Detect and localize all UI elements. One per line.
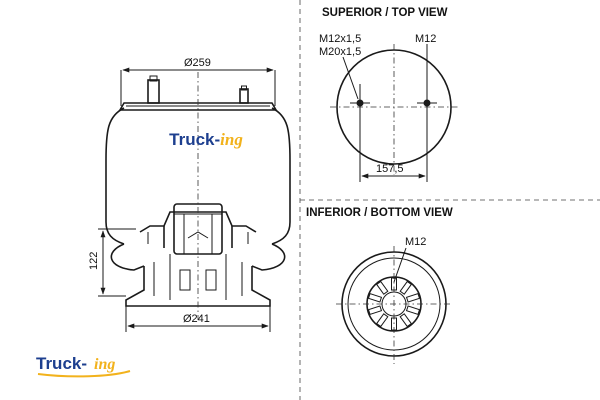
dimension-bottom-diameter: Ø241 — [125, 306, 271, 332]
piston-rib — [391, 317, 397, 331]
dimension-height: 122 — [88, 228, 136, 297]
bottom-view-title: INFERIOR / BOTTOM VIEW — [306, 207, 453, 219]
piston-rib — [399, 280, 413, 295]
thread-left-1-label: M12x1,5 — [319, 33, 361, 45]
air-inlet-stud — [147, 79, 160, 104]
piston-ribs — [367, 277, 421, 331]
thread-right-label: M12 — [415, 33, 436, 45]
piston-rib — [375, 313, 389, 328]
top-plate — [118, 102, 278, 111]
bottom-view: INFERIOR / BOTTOM VIEW M12 — [306, 207, 453, 364]
bottom-thread-label: M12 — [405, 236, 426, 248]
dimension-top-diameter: Ø259 — [120, 57, 276, 106]
piston-rib — [399, 313, 413, 328]
height-label: 122 — [88, 252, 100, 270]
brand-logo: Truck- ing — [36, 354, 131, 378]
svg-text:Truck-ing: Truck-ing — [169, 130, 243, 149]
piston-rib — [367, 292, 383, 303]
air-spring-side-view: Truck-ing — [105, 72, 291, 320]
piston-rib — [405, 292, 421, 303]
top-view: SUPERIOR / TOP VIEW M12x1,5 M20x1,5 M12 … — [319, 7, 460, 182]
brand-logo-suffix: ing — [94, 356, 115, 373]
piston-rib — [405, 305, 421, 316]
piston-rib — [367, 305, 383, 316]
top-diameter-label: Ø259 — [184, 57, 211, 69]
brand-swoosh — [37, 370, 131, 378]
piston-base — [125, 266, 271, 307]
top-view-title: SUPERIOR / TOP VIEW — [322, 7, 448, 19]
rubber-bellows — [105, 107, 291, 245]
brand-logo-text: Truck- — [36, 354, 87, 373]
bottom-diameter-label: Ø241 — [183, 313, 210, 325]
spacing-label: 157,5 — [376, 163, 404, 175]
piston-rib — [375, 280, 389, 295]
mounting-stud — [239, 88, 249, 104]
bellows-logo: Truck-ing — [169, 130, 243, 149]
thread-left-2-label: M20x1,5 — [319, 46, 361, 58]
piston-rib — [391, 277, 397, 291]
